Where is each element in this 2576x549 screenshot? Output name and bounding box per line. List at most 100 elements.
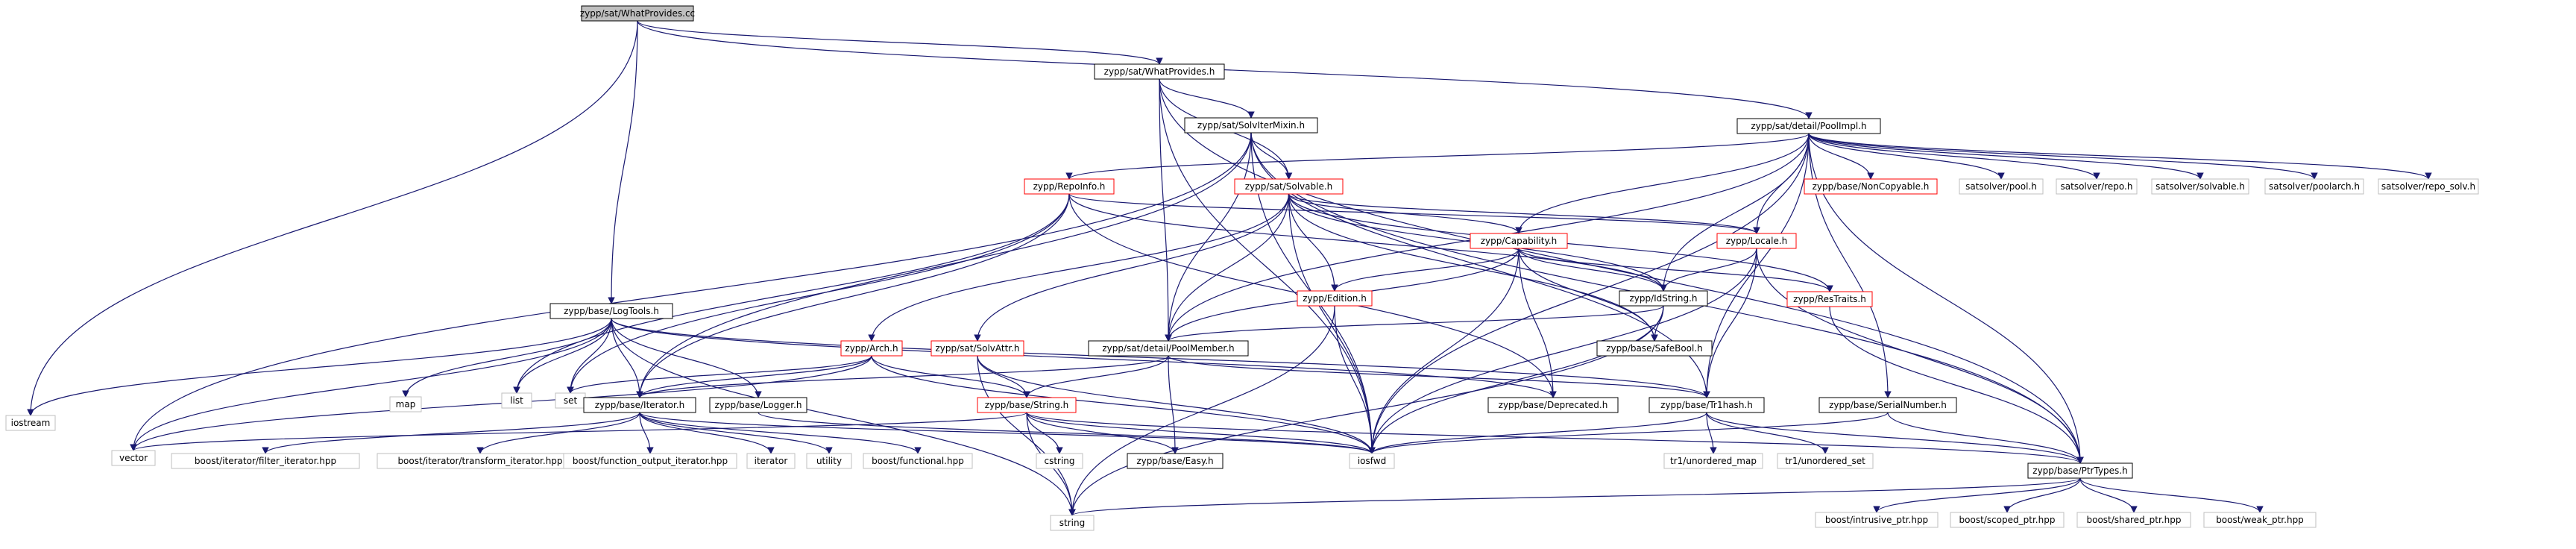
- node-list[interactable]: list: [501, 392, 532, 409]
- node-capability[interactable]: zypp/Capability.h: [1470, 233, 1568, 249]
- edge-iterator_h-to-iosfwd: [639, 412, 1376, 454]
- edge-idstring-to-poolmember: [1165, 305, 1664, 342]
- edge-logtools-to-vector: [130, 318, 612, 451]
- edge-poolimpl-to-sat_poolarch: [1808, 133, 2318, 180]
- node-iterator[interactable]: iterator: [746, 453, 796, 469]
- edge-repoinfo-to-iterator_h: [636, 193, 1070, 398]
- node-sat-repo[interactable]: satsolver/repo.h: [2056, 178, 2138, 195]
- edge-logtools-to-set: [567, 318, 612, 394]
- edge-tr1hash-to-iosfwd: [1368, 412, 1707, 454]
- edge-solvable-to-poolmember: [1165, 193, 1290, 342]
- node-vector[interactable]: vector: [111, 450, 156, 466]
- edge-iterator_h-to-transform_it: [476, 412, 640, 454]
- node-box: [1094, 63, 1225, 80]
- edge-root-to-iostream: [27, 20, 638, 416]
- node-safebool[interactable]: zypp/base/SafeBool.h: [1596, 340, 1713, 357]
- node-iterator-h[interactable]: zypp/base/Iterator.h: [583, 397, 696, 413]
- node-tr1-uset[interactable]: tr1/unordered_set: [1777, 453, 1874, 469]
- node-label: zypp/IdString.h: [1629, 293, 1697, 304]
- edge-poolimpl-to-idstring: [1660, 133, 1810, 292]
- node-iosfwd[interactable]: iosfwd: [1349, 453, 1395, 469]
- node-repoinfo[interactable]: zypp/RepoInfo.h: [1024, 178, 1115, 195]
- node-easy[interactable]: zypp/base/Easy.h: [1127, 453, 1224, 469]
- node-weak-ptr[interactable]: boost/weak_ptr.hpp: [2203, 512, 2317, 528]
- node-box: [1297, 290, 1373, 307]
- edge-whatprovides_h-to-solvitermixin: [1159, 78, 1255, 119]
- node-string[interactable]: string: [1050, 515, 1095, 531]
- node-box: [171, 453, 360, 469]
- node-label: zypp/base/String.h: [985, 400, 1069, 410]
- node-box: [977, 397, 1077, 413]
- node-box: [549, 303, 673, 319]
- edge-capability-to-deprecated: [1518, 248, 1557, 398]
- node-deprecated[interactable]: zypp/base/Deprecated.h: [1487, 397, 1619, 413]
- node-sat-solvable[interactable]: satsolver/solvable.h: [2151, 178, 2249, 195]
- edge-solvable-to-locale: [1288, 193, 1760, 234]
- node-edition[interactable]: zypp/Edition.h: [1297, 290, 1373, 307]
- edge-repoinfo-to-locale: [1068, 193, 1760, 234]
- node-box: [111, 450, 156, 466]
- node-utility[interactable]: utility: [806, 453, 852, 469]
- node-shared-ptr[interactable]: boost/shared_ptr.hpp: [2076, 512, 2191, 528]
- edge-poolimpl-to-sat_solvable: [1808, 133, 2204, 180]
- node-transform-it[interactable]: boost/iterator/transform_iterator.hpp: [377, 453, 584, 469]
- node-map[interactable]: map: [389, 396, 422, 412]
- node-box: [1024, 178, 1115, 195]
- node-tr1-umap[interactable]: tr1/unordered_map: [1663, 453, 1763, 469]
- node-sat-poolarch[interactable]: satsolver/poolarch.h: [2264, 178, 2364, 195]
- edge-solvable-to-iosfwd: [1288, 193, 1376, 454]
- node-label: boost/function_output_iterator.hpp: [573, 456, 728, 466]
- node-idstring[interactable]: zypp/IdString.h: [1619, 290, 1708, 307]
- node-label: satsolver/poolarch.h: [2269, 181, 2360, 192]
- node-restraits[interactable]: zypp/ResTraits.h: [1786, 291, 1873, 307]
- node-logtools[interactable]: zypp/base/LogTools.h: [549, 303, 673, 319]
- node-label: zypp/sat/Solvable.h: [1245, 181, 1333, 192]
- node-set[interactable]: set: [555, 392, 586, 409]
- node-tr1hash[interactable]: zypp/base/Tr1hash.h: [1648, 397, 1765, 413]
- node-label: zypp/sat/WhatProvides.h: [1104, 66, 1215, 77]
- node-solvitermixin[interactable]: zypp/sat/SolvIterMixin.h: [1184, 117, 1318, 134]
- node-intrusive-ptr[interactable]: boost/intrusive_ptr.hpp: [1815, 512, 1939, 528]
- node-locale[interactable]: zypp/Locale.h: [1716, 233, 1797, 249]
- node-label: map: [396, 399, 416, 410]
- node-serialnumber[interactable]: zypp/base/SerialNumber.h: [1818, 397, 1957, 413]
- node-scoped-ptr[interactable]: boost/scoped_ptr.hpp: [1950, 512, 2065, 528]
- node-func-out-it[interactable]: boost/function_output_iterator.hpp: [563, 453, 737, 469]
- node-noncopyable[interactable]: zypp/base/NonCopyable.h: [1804, 178, 1938, 195]
- node-solvable[interactable]: zypp/sat/Solvable.h: [1234, 178, 1344, 195]
- edge-string_h-to-ptrtypes: [1026, 412, 2084, 464]
- node-sat-reposolv[interactable]: satsolver/repo_solv.h: [2378, 178, 2479, 195]
- node-root[interactable]: zypp/sat/WhatProvides.cc: [580, 5, 695, 22]
- edge-capability-to-safebool: [1518, 248, 1658, 342]
- node-sat-pool[interactable]: satsolver/pool.h: [1959, 178, 2044, 195]
- edge-root-to-logtools: [608, 20, 638, 304]
- node-label: zypp/sat/SolvAttr.h: [935, 343, 1019, 354]
- node-box: [863, 453, 973, 469]
- node-label: iostream: [11, 418, 51, 428]
- edge-repoinfo-to-set: [567, 193, 1070, 394]
- edge-poolimpl-to-sat_repo: [1808, 133, 2100, 180]
- node-filter-it[interactable]: boost/iterator/filter_iterator.hpp: [171, 453, 360, 469]
- node-logger[interactable]: zypp/base/Logger.h: [709, 397, 807, 413]
- edge-solvitermixin-to-tr1hash: [1250, 132, 1710, 398]
- node-iostream[interactable]: iostream: [5, 415, 56, 431]
- node-box: [2203, 512, 2317, 528]
- node-string-h[interactable]: zypp/base/String.h: [977, 397, 1077, 413]
- edge-locale-to-ptrtypes: [1756, 248, 2084, 464]
- node-box: [840, 340, 903, 357]
- node-whatprovides-h[interactable]: zypp/sat/WhatProvides.h: [1094, 63, 1225, 80]
- node-solvattr[interactable]: zypp/sat/SolvAttr.h: [930, 340, 1024, 357]
- node-label: zypp/Edition.h: [1303, 293, 1367, 304]
- node-arch[interactable]: zypp/Arch.h: [840, 340, 903, 357]
- node-poolimpl[interactable]: zypp/sat/detail/PoolImpl.h: [1736, 118, 1881, 134]
- node-label: boost/shared_ptr.hpp: [2087, 515, 2182, 525]
- node-box: [1596, 340, 1713, 357]
- node-cstring[interactable]: cstring: [1036, 453, 1083, 469]
- node-ptrtypes[interactable]: zypp/base/PtrTypes.h: [2027, 462, 2133, 479]
- edge-logtools-to-map: [402, 318, 612, 398]
- node-poolmember[interactable]: zypp/sat/detail/PoolMember.h: [1088, 340, 1249, 357]
- node-box: [2027, 462, 2133, 479]
- edge-capability-to-iosfwd: [1368, 248, 1520, 454]
- node-boost-functional[interactable]: boost/functional.hpp: [863, 453, 973, 469]
